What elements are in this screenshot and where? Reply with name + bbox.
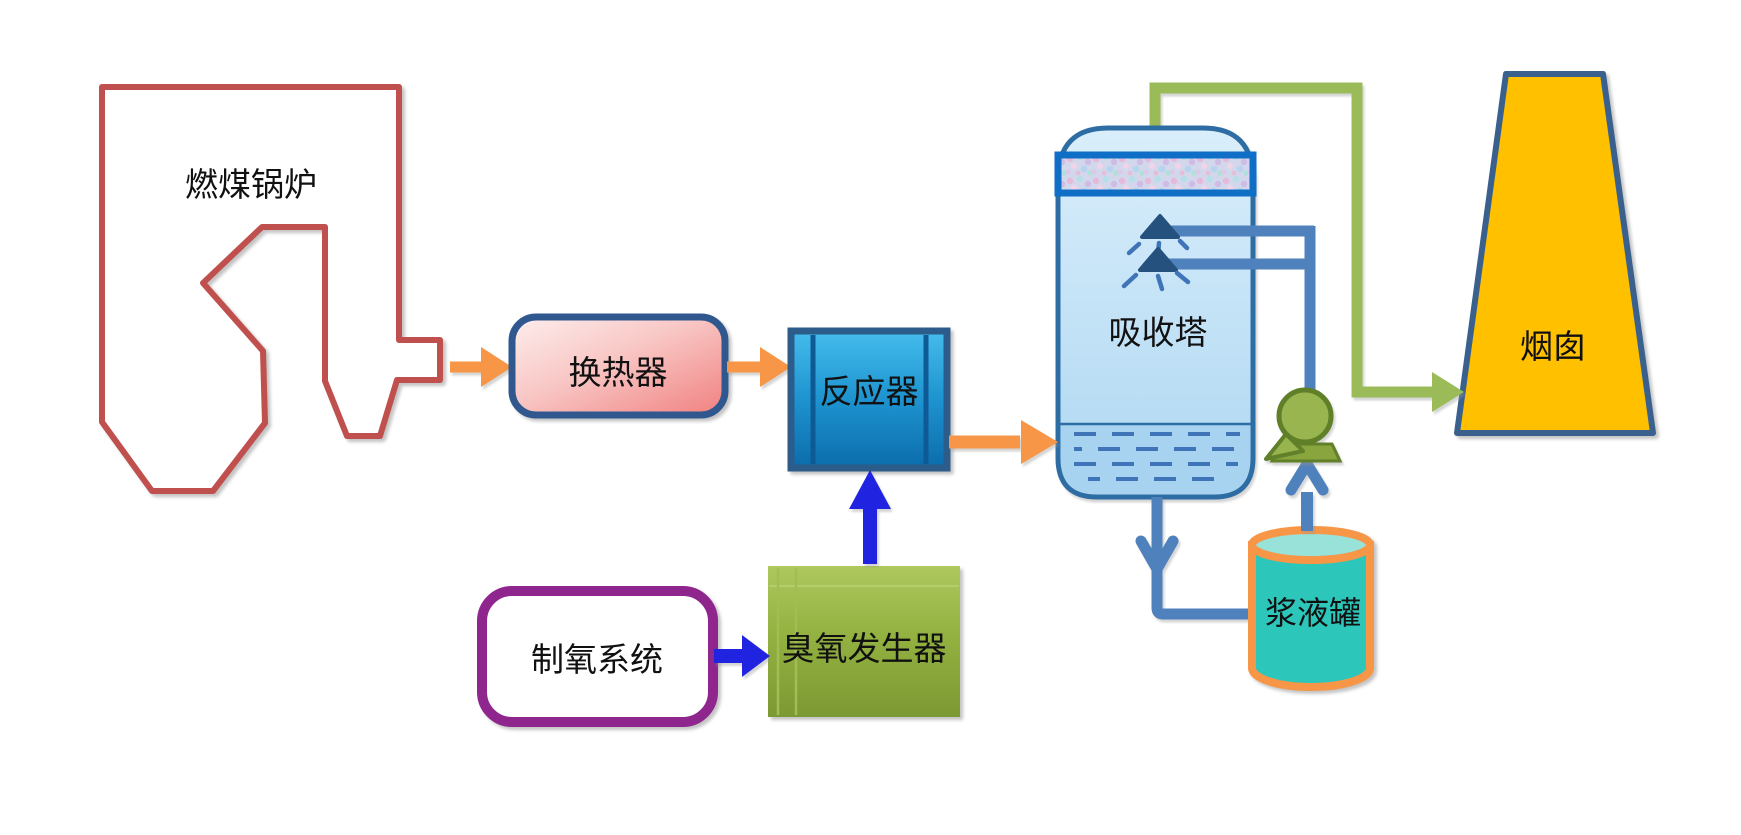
clean-gas-pipe (1149, 82, 1464, 412)
oxygen-system-label: 制氧系统 (531, 642, 663, 679)
ozone-generator-label: 臭氧发生器 (782, 631, 947, 668)
chimney-shape (1454, 71, 1656, 436)
liquid-wave-dashes (1074, 432, 1240, 481)
boiler-shape (99, 84, 443, 494)
heat-exchanger-label: 换热器 (569, 355, 668, 392)
pump-icon (1264, 387, 1343, 463)
oxygen-system-box (477, 586, 718, 727)
flue-gas-arrow-reactor-to-tower (949, 420, 1058, 464)
slurry-drain-pipe (1135, 497, 1253, 620)
spray-nozzle-icon-upper (1126, 214, 1190, 257)
heat-exchanger-box (508, 313, 729, 419)
clean-gas-arrowhead-icon (1432, 372, 1464, 412)
slurry-tank-label: 浆液罐 (1265, 595, 1361, 631)
reactor-label: 反应器 (820, 374, 919, 411)
flue-gas-arrow-hx-to-reactor (727, 347, 791, 387)
slurry-arrow-tank-to-pump (1285, 458, 1329, 531)
demister-band (1054, 151, 1257, 197)
absorption-tower-label: 吸收塔 (1109, 315, 1208, 352)
boiler-label: 燃煤锅炉 (185, 167, 317, 204)
chimney-label: 烟囱 (1520, 329, 1586, 366)
tower-liquid (1061, 424, 1250, 494)
down-arrowhead-icon (1135, 535, 1179, 575)
oxygen-arrow (714, 635, 770, 677)
spray-pipes (1159, 225, 1316, 400)
up-arrowhead-icon (1285, 458, 1329, 496)
spray-nozzle-icon-lower (1121, 247, 1191, 292)
ozone-arrow (849, 470, 891, 564)
slurry-tank (1248, 526, 1374, 691)
ozone-generator-box (768, 566, 960, 717)
reactor-box (787, 327, 951, 472)
flue-gas-arrow-boiler-to-hx (450, 347, 512, 387)
reactor-end-lines (810, 335, 929, 464)
